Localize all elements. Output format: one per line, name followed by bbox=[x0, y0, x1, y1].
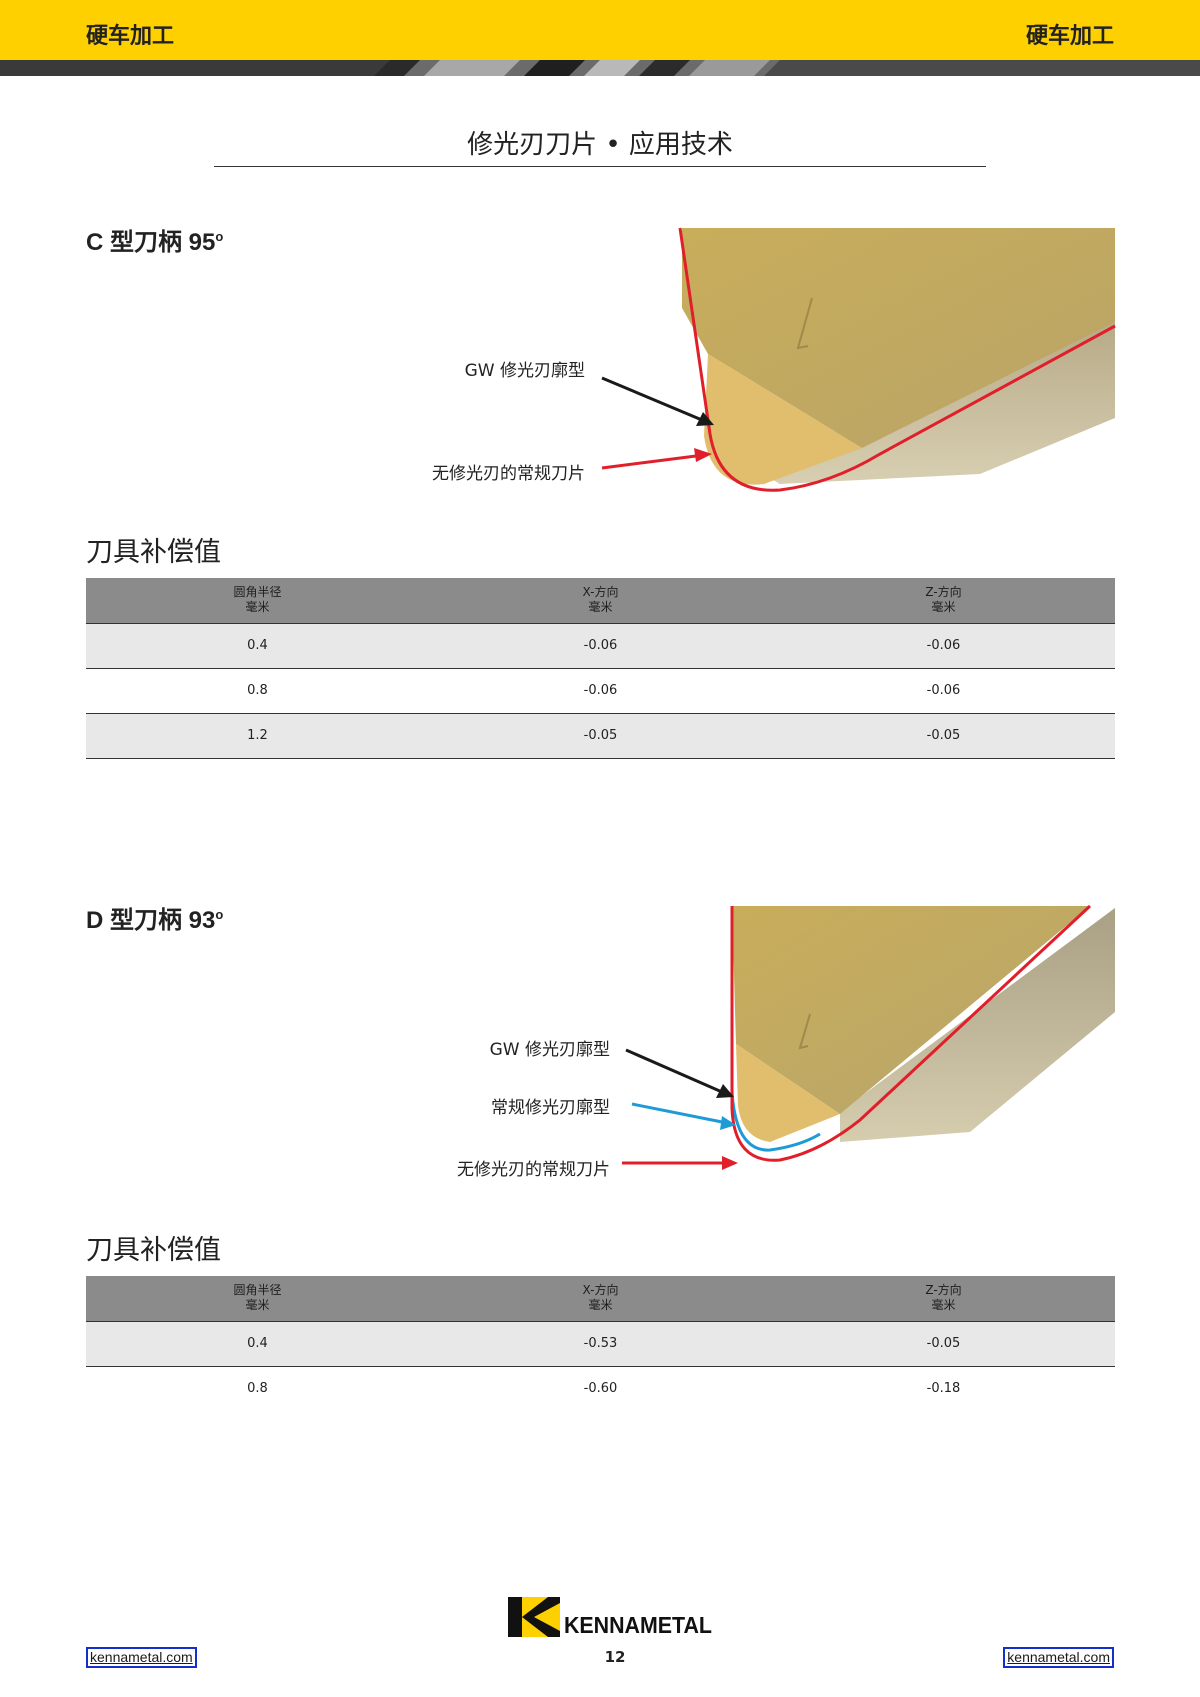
table-header-row: 圆角半径毫米 X-方向毫米 Z-方向毫米 bbox=[86, 1276, 1115, 1322]
c-callout-gw: GW 修光刃廓型 bbox=[464, 361, 585, 381]
col-header-x: X-方向毫米 bbox=[429, 578, 772, 624]
section-c-heading-text: C 型刀柄 95 bbox=[86, 229, 216, 256]
table-header-row: 圆角半径毫米 X-方向毫米 Z-方向毫米 bbox=[86, 578, 1115, 624]
c-callout-no-wiper: 无修光刃的常规刀片 bbox=[432, 464, 585, 484]
d-table-title: 刀具补偿值 bbox=[86, 1235, 221, 1266]
c-table-title: 刀具补偿值 bbox=[86, 537, 221, 568]
header-title-right: 硬车加工 bbox=[1025, 24, 1114, 49]
cell-z: -0.06 bbox=[772, 668, 1115, 714]
cell-radius: 0.8 bbox=[247, 1381, 268, 1397]
section-c-heading: C 型刀柄 95o bbox=[86, 222, 223, 257]
header-stripe bbox=[0, 60, 1200, 76]
table-row: 1.2 -0.05 -0.05 bbox=[86, 713, 1115, 759]
col-header-x: X-方向毫米 bbox=[429, 1276, 772, 1322]
page-number: 12 bbox=[604, 1648, 626, 1666]
d-compensation-table: 圆角半径毫米 X-方向毫米 Z-方向毫米 0.4 -0.53 -0.05 0.8… bbox=[86, 1276, 1115, 1411]
table-row: 0.8 -0.60 -0.18 bbox=[86, 1366, 1115, 1411]
cell-radius: 1.2 bbox=[86, 713, 429, 759]
cell-x: -0.05 bbox=[429, 713, 772, 759]
page-title: 修光刃刀片 • 应用技术 bbox=[467, 130, 733, 160]
cell-z: -0.05 bbox=[772, 713, 1115, 759]
d-callout-no-wiper: 无修光刃的常规刀片 bbox=[457, 1160, 610, 1180]
cell-x: -0.06 bbox=[429, 668, 772, 714]
logo-wordmark: KENNAMETAL bbox=[564, 1612, 712, 1638]
d-insert-illustration bbox=[622, 904, 1115, 1170]
col-header-radius: 圆角半径毫米 bbox=[86, 578, 429, 624]
cell-x: -0.60 bbox=[583, 1381, 618, 1397]
kennametal-logo: KENNAMETAL bbox=[508, 1597, 712, 1638]
cell-x: -0.06 bbox=[429, 623, 772, 669]
c-compensation-table: 圆角半径毫米 X-方向毫米 Z-方向毫米 0.4 -0.06 -0.06 0.8… bbox=[86, 578, 1115, 759]
table-row: 0.4 -0.53 -0.05 bbox=[86, 1321, 1115, 1367]
degree-mark: o bbox=[215, 229, 224, 244]
section-d-heading: D 型刀柄 93o bbox=[86, 900, 223, 935]
table-row: 0.8 -0.06 -0.06 bbox=[86, 668, 1115, 714]
header-title-left: 硬车加工 bbox=[86, 24, 175, 49]
cell-z: -0.18 bbox=[926, 1381, 961, 1397]
title-divider bbox=[214, 166, 986, 167]
cell-radius: 0.8 bbox=[86, 668, 429, 714]
c-insert-illustration bbox=[601, 227, 1116, 492]
cell-radius: 0.4 bbox=[86, 1321, 429, 1367]
footer-link-left[interactable]: kennametal.com bbox=[86, 1647, 197, 1668]
cell-z: -0.05 bbox=[772, 1321, 1115, 1367]
col-header-radius: 圆角半径毫米 bbox=[86, 1276, 429, 1322]
col-header-z: Z-方向毫米 bbox=[772, 578, 1115, 624]
header-band: 硬车加工 硬车加工 bbox=[0, 0, 1200, 60]
col-header-z: Z-方向毫米 bbox=[772, 1276, 1115, 1322]
table-row: 0.4 -0.06 -0.06 bbox=[86, 623, 1115, 669]
cell-radius: 0.4 bbox=[86, 623, 429, 669]
d-callout-gw: GW 修光刃廓型 bbox=[489, 1040, 610, 1060]
cell-z: -0.06 bbox=[772, 623, 1115, 669]
degree-mark: o bbox=[215, 907, 224, 922]
d-callout-conventional: 常规修光刃廓型 bbox=[491, 1098, 610, 1118]
section-d-heading-text: D 型刀柄 93 bbox=[86, 907, 216, 934]
cell-x: -0.53 bbox=[429, 1321, 772, 1367]
footer-link-right[interactable]: kennametal.com bbox=[1003, 1647, 1114, 1668]
